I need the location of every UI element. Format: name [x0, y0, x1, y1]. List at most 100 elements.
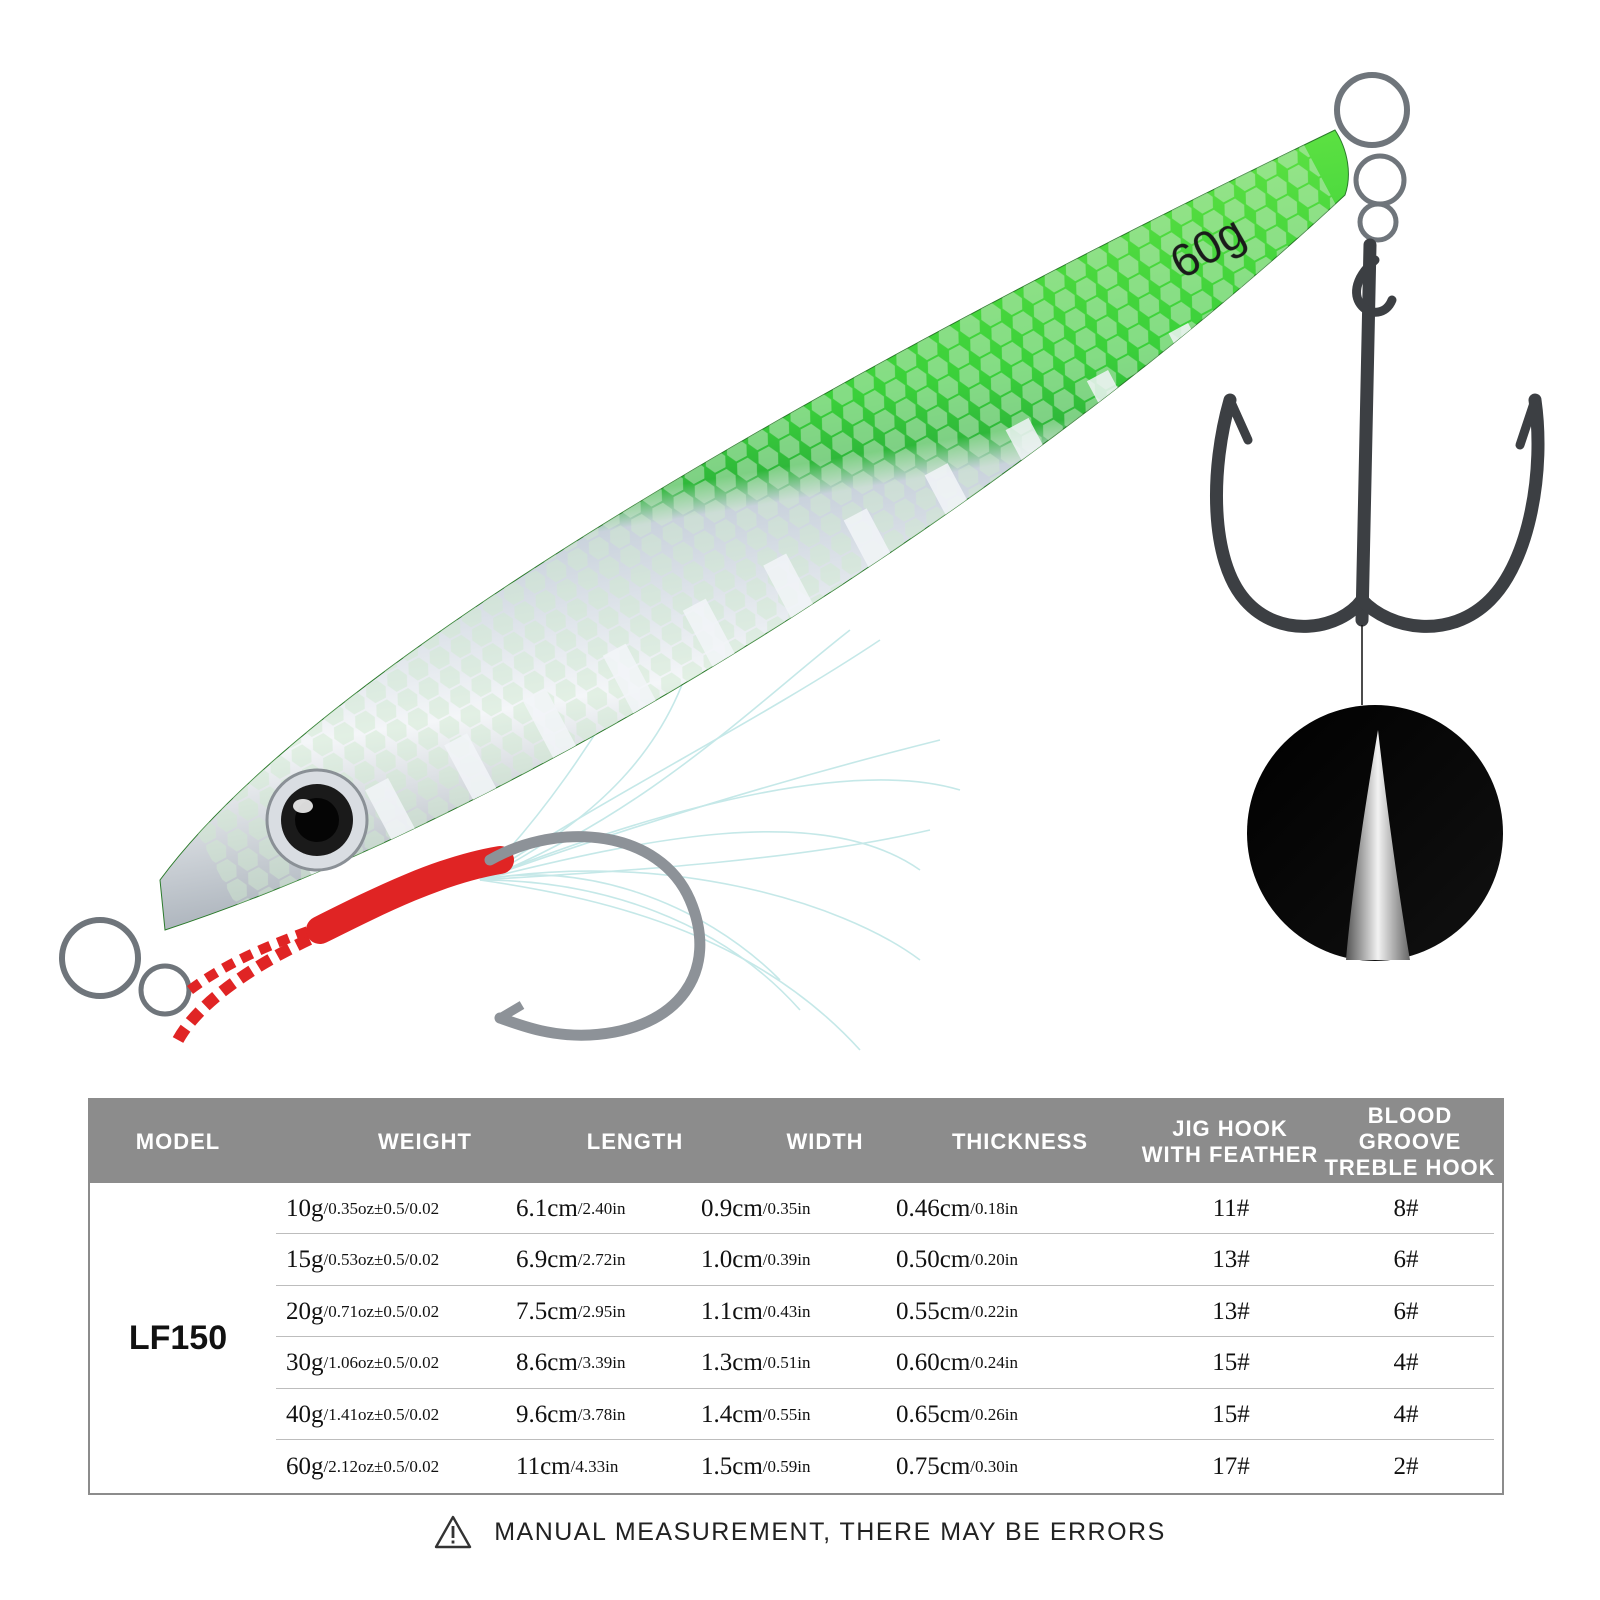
width-cell: 1.3cm/0.51in	[701, 1338, 811, 1389]
length-cell: 7.5cm/2.95in	[516, 1286, 626, 1337]
thickness-cell-imperial: /0.20in	[970, 1250, 1018, 1270]
header-length: LENGTH	[586, 1128, 684, 1154]
width-cell-metric: 1.0cm	[701, 1246, 763, 1274]
table-row: 40g/1.41oz±0.5/0.02 9.6cm/3.78in 1.4cm/0.5…	[276, 1389, 1494, 1441]
treble-hook-cell: 6#	[1393, 1246, 1419, 1274]
model-cell: LF150	[128, 1318, 228, 1357]
warning-triangle-icon	[435, 1515, 472, 1549]
weight-cell-imperial: /1.41oz±0.5/0.02	[323, 1404, 440, 1424]
treble-hook-cell: 8#	[1393, 1194, 1419, 1222]
weight-cell-imperial: /1.06oz±0.5/0.02	[323, 1353, 440, 1373]
thickness-cell-metric: 0.65cm	[896, 1400, 971, 1428]
length-cell-metric: 9.6cm	[516, 1400, 578, 1428]
treble-hook-cell: 4#	[1393, 1349, 1419, 1377]
table-row: 60g/2.12oz±0.5/0.02 11cm/4.33in 1.5cm/0.59…	[276, 1441, 1494, 1492]
length-cell: 8.6cm/3.39in	[516, 1338, 626, 1389]
length-cell: 6.1cm/2.40in	[516, 1183, 626, 1234]
jig-hook-cell: 15#	[1212, 1349, 1250, 1377]
thickness-cell-metric: 0.55cm	[896, 1297, 971, 1325]
header-weight: WEIGHT	[378, 1128, 472, 1154]
jig-hook-cell: 17#	[1212, 1452, 1250, 1480]
jig-hook-cell: 13#	[1212, 1246, 1250, 1274]
thickness-cell: 0.75cm/0.30in	[896, 1441, 1018, 1492]
thickness-cell-imperial: /0.22in	[970, 1301, 1018, 1321]
header-treble-hook: BLOOD GROOVE TREBLE HOOK	[1324, 1102, 1496, 1180]
length-cell-metric: 6.9cm	[516, 1246, 578, 1274]
thickness-cell: 0.65cm/0.26in	[896, 1389, 1018, 1440]
header-model: MODEL	[135, 1128, 221, 1154]
weight-cell-imperial: /0.53oz±0.5/0.02	[323, 1250, 440, 1270]
length-cell: 9.6cm/3.78in	[516, 1389, 626, 1440]
jig-hook-cell: 13#	[1212, 1297, 1250, 1325]
hook-point-zoom	[1247, 705, 1503, 961]
jig-hook-cell: 15#	[1212, 1400, 1250, 1428]
thickness-cell-imperial: /0.26in	[970, 1404, 1018, 1424]
weight-cell-imperial: /2.12oz±0.5/0.02	[323, 1456, 440, 1476]
note-text: MANUAL MEASUREMENT, THERE MAY BE ERRORS	[494, 1517, 1166, 1546]
header-width: WIDTH	[786, 1128, 864, 1154]
length-cell-metric: 6.1cm	[516, 1194, 578, 1222]
product-illustration: 60g	[59, 72, 1545, 1051]
row-divider	[276, 1387, 1494, 1389]
weight-cell-imperial: /0.35oz±0.5/0.02	[323, 1198, 440, 1218]
width-cell: 1.0cm/0.39in	[701, 1235, 811, 1286]
split-ring-rear	[1334, 72, 1410, 243]
weight-cell: 40g/1.41oz±0.5/0.02	[286, 1389, 439, 1440]
length-cell-imperial: /2.40in	[577, 1198, 626, 1218]
width-cell-imperial: /0.43in	[762, 1301, 811, 1321]
width-cell-imperial: /0.55in	[762, 1404, 811, 1424]
weight-cell: 60g/2.12oz±0.5/0.02	[286, 1441, 439, 1492]
length-cell-metric: 8.6cm	[516, 1349, 578, 1377]
header-thickness: THICKNESS	[951, 1128, 1089, 1154]
length-cell-imperial: /2.95in	[577, 1301, 626, 1321]
weight-cell: 30g/1.06oz±0.5/0.02	[286, 1338, 439, 1389]
jig-hook-with-feather	[170, 831, 706, 1045]
thickness-cell: 0.60cm/0.24in	[896, 1338, 1018, 1389]
table-row: 30g/1.06oz±0.5/0.02 8.6cm/3.39in 1.3cm/0.5…	[276, 1338, 1494, 1389]
blood-groove-treble-hook	[1210, 238, 1545, 633]
row-divider	[276, 1284, 1494, 1286]
width-cell-imperial: /0.35in	[762, 1198, 811, 1218]
width-cell-imperial: /0.59in	[762, 1456, 811, 1476]
length-cell-metric: 7.5cm	[516, 1297, 578, 1325]
weight-cell-metric: 40g	[286, 1400, 324, 1428]
width-cell-metric: 1.5cm	[701, 1452, 763, 1480]
length-cell-imperial: /3.78in	[577, 1404, 626, 1424]
width-cell: 1.5cm/0.59in	[701, 1441, 811, 1492]
thickness-cell: 0.55cm/0.22in	[896, 1286, 1018, 1337]
thickness-cell-imperial: /0.30in	[970, 1456, 1018, 1476]
weight-cell: 10g/0.35oz±0.5/0.02	[286, 1183, 439, 1234]
width-cell-metric: 1.3cm	[701, 1349, 763, 1377]
thickness-cell-metric: 0.75cm	[896, 1452, 971, 1480]
weight-cell-metric: 30g	[286, 1349, 324, 1377]
table-row: 15g/0.53oz±0.5/0.02 6.9cm/2.72in 1.0cm/0.3…	[276, 1235, 1494, 1286]
thickness-cell-metric: 0.50cm	[896, 1246, 971, 1274]
header-jig-hook: JIG HOOK WITH FEATHER	[1141, 1115, 1319, 1167]
width-cell: 0.9cm/0.35in	[701, 1183, 811, 1234]
width-cell: 1.1cm/0.43in	[701, 1286, 811, 1337]
feather-tinsel	[479, 459, 961, 1051]
thickness-cell-imperial: /0.18in	[970, 1198, 1018, 1218]
treble-hook-cell: 6#	[1393, 1297, 1419, 1325]
length-cell-imperial: /4.33in	[570, 1456, 619, 1476]
weight-cell-metric: 10g	[286, 1194, 324, 1222]
length-cell-imperial: /3.39in	[577, 1353, 626, 1373]
row-divider	[276, 1336, 1494, 1338]
measurement-note: MANUAL MEASUREMENT, THERE MAY BE ERRORS	[0, 1510, 1600, 1554]
length-cell-imperial: /2.72in	[577, 1250, 626, 1270]
length-cell: 6.9cm/2.72in	[516, 1235, 626, 1286]
width-cell-metric: 1.1cm	[701, 1297, 763, 1325]
table-row: 20g/0.71oz±0.5/0.02 7.5cm/2.95in 1.1cm/0.4…	[276, 1286, 1494, 1338]
table-row: 10g/0.35oz±0.5/0.02 6.1cm/2.40in 0.9cm/0.3…	[276, 1183, 1494, 1234]
treble-hook-cell: 4#	[1393, 1400, 1419, 1428]
width-cell: 1.4cm/0.55in	[701, 1389, 811, 1440]
length-cell: 11cm/4.33in	[516, 1441, 618, 1492]
thickness-cell-imperial: /0.24in	[970, 1353, 1018, 1373]
weight-cell-metric: 20g	[286, 1297, 324, 1325]
width-cell-metric: 0.9cm	[701, 1194, 763, 1222]
thickness-cell: 0.50cm/0.20in	[896, 1235, 1018, 1286]
width-cell-imperial: /0.51in	[762, 1353, 811, 1373]
thickness-cell-metric: 0.60cm	[896, 1349, 971, 1377]
weight-cell-metric: 15g	[286, 1246, 324, 1274]
weight-cell: 20g/0.71oz±0.5/0.02	[286, 1286, 439, 1337]
